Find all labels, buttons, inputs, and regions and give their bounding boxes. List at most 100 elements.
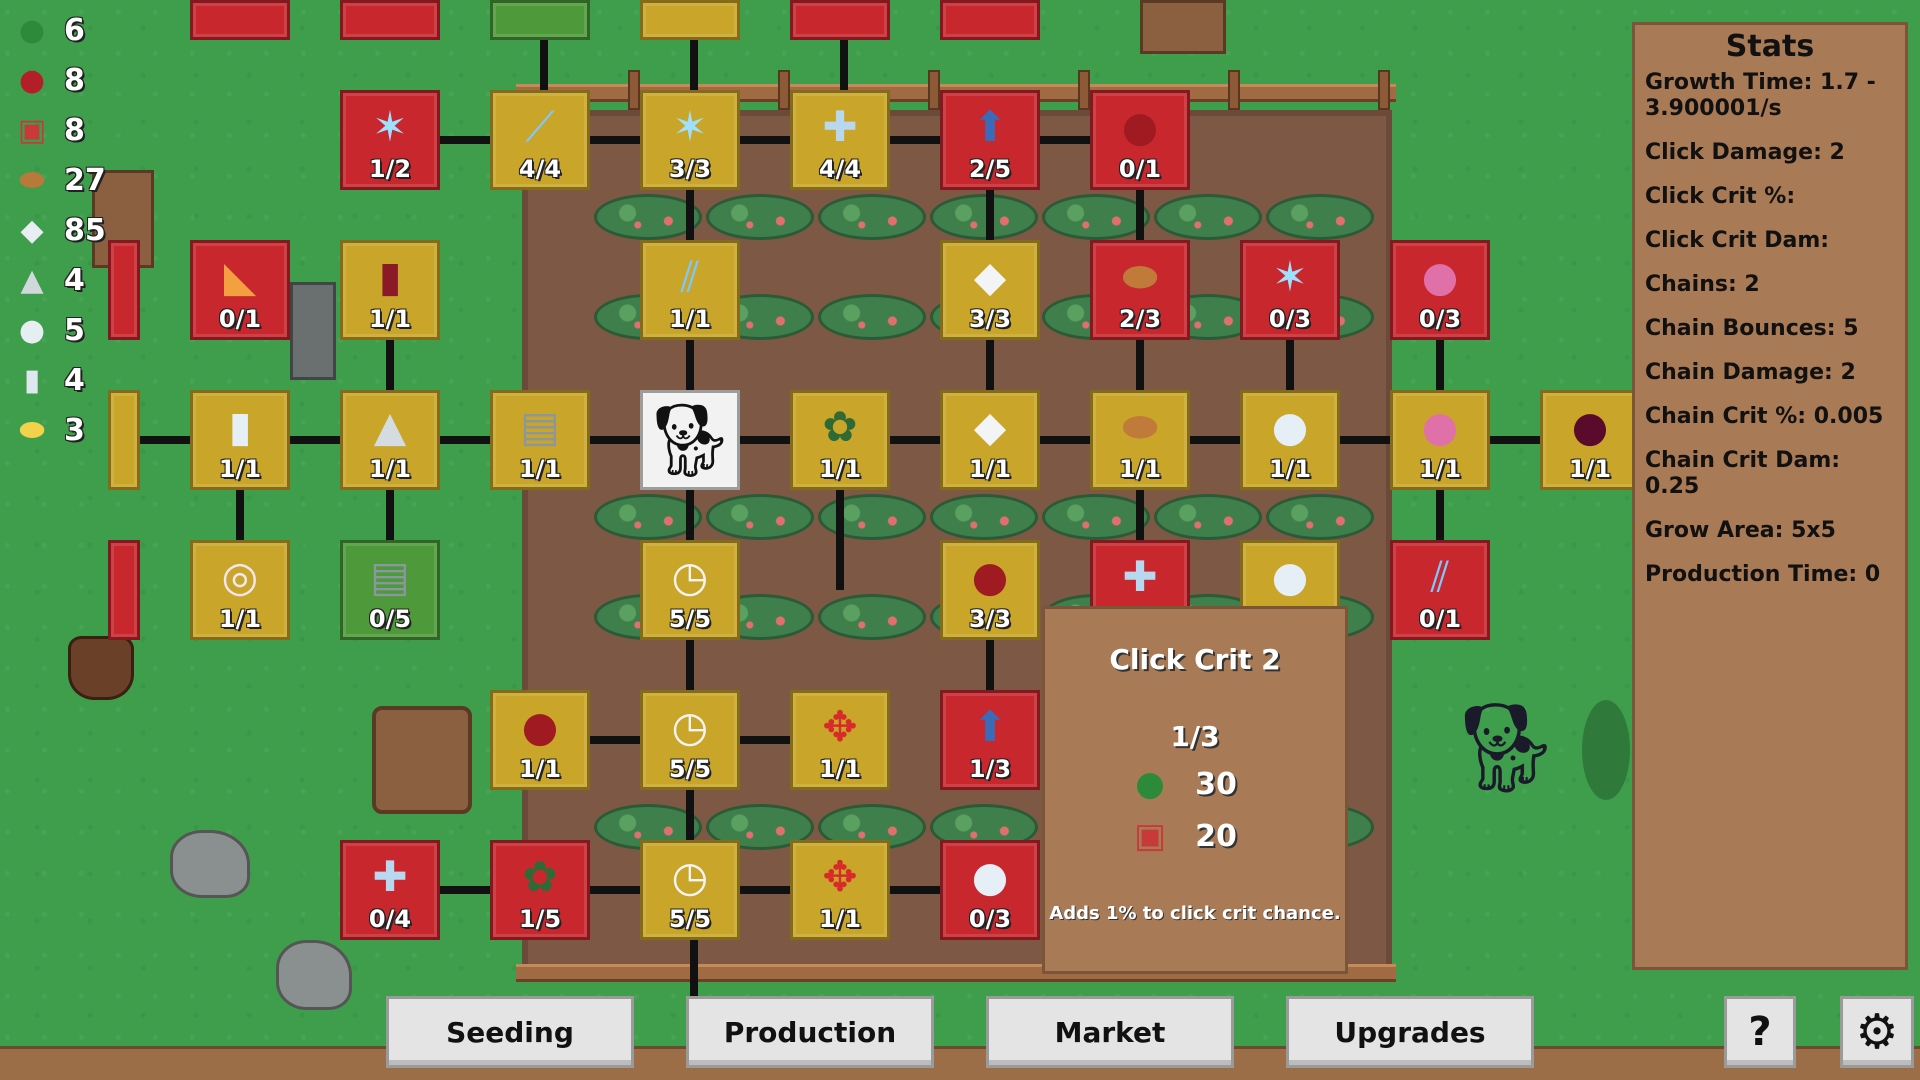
crop-bush[interactable]	[930, 494, 1038, 540]
upgrades-button[interactable]: Upgrades	[1286, 996, 1534, 1068]
milk-drop-icon: ●	[18, 312, 46, 348]
crop-bush[interactable]	[1154, 494, 1262, 540]
stat-row: Chain Bounces: 5	[1645, 316, 1859, 341]
crop-bush[interactable]	[706, 494, 814, 540]
crop-bush[interactable]	[818, 494, 926, 540]
crop-bush[interactable]	[818, 294, 926, 340]
connection-line	[690, 940, 698, 1020]
crop-bush[interactable]	[1266, 494, 1374, 540]
seeding-button[interactable]: Seeding	[386, 996, 634, 1068]
node-juice-jar[interactable]: ▮1/1	[340, 240, 440, 340]
node-plus-3[interactable]: ✚0/4	[340, 840, 440, 940]
crop-bush[interactable]	[930, 194, 1038, 240]
connection-line	[686, 590, 694, 740]
resource-row: ⬬3	[12, 412, 85, 448]
node-lightning-2[interactable]: ✶3/3	[640, 90, 740, 190]
node-milk-drop[interactable]: ●1/1	[1240, 390, 1340, 490]
crop-bush[interactable]	[1042, 494, 1150, 540]
node-sugar[interactable]: ◆3/3	[940, 240, 1040, 340]
node-level: 0/5	[368, 605, 412, 633]
stat-row: Click Damage: 2	[1645, 140, 1845, 165]
connection-line	[690, 436, 840, 444]
node-clock-3[interactable]: ◷5/5	[640, 840, 740, 940]
plus-icon: ✚	[822, 102, 858, 151]
node-clock[interactable]: ◷5/5	[640, 540, 740, 640]
connection-line	[540, 136, 690, 144]
node-red-orb[interactable]: ●0/1	[1090, 90, 1190, 190]
connection-line	[390, 886, 540, 894]
crop-bush[interactable]	[818, 194, 926, 240]
connection-line	[540, 436, 690, 444]
node-triple-slash[interactable]: ⫽1/1	[640, 240, 740, 340]
red-orb-icon: ●	[1121, 102, 1159, 151]
node-potion[interactable]: ●0/3	[1390, 240, 1490, 340]
node-arrow-up-2[interactable]: ⬆1/3	[940, 690, 1040, 790]
node-donut[interactable]: ◎1/1	[190, 540, 290, 640]
node-leaf[interactable]: ✿1/1	[790, 390, 890, 490]
dark-orb-icon: ●	[1571, 402, 1609, 451]
node-potion-2[interactable]: ●1/1	[1390, 390, 1490, 490]
node-milk[interactable]: ▮1/1	[190, 390, 290, 490]
node-sword[interactable]: ⟋4/4	[490, 90, 590, 190]
node-plus[interactable]: ✚4/4	[790, 90, 890, 190]
node-offscreen[interactable]	[108, 540, 140, 640]
node-flour[interactable]: ▲1/1	[340, 390, 440, 490]
node-lightning-3[interactable]: ✶0/3	[1240, 240, 1340, 340]
tooltip-level: 1/3	[1170, 720, 1220, 753]
node-dog[interactable]: 🐕︎	[640, 390, 740, 490]
crop-bush[interactable]	[1266, 194, 1374, 240]
node-level: 3/3	[968, 305, 1012, 333]
node-pie[interactable]: ◣0/1	[190, 240, 290, 340]
resource-count: 27	[64, 162, 106, 198]
node-level: 1/1	[218, 605, 262, 633]
node-lightning[interactable]: ✶1/2	[340, 90, 440, 190]
node-sugar-2[interactable]: ◆1/1	[940, 390, 1040, 490]
crop-bush[interactable]	[1154, 194, 1262, 240]
node-bread-2[interactable]: ⬬1/1	[1090, 390, 1190, 490]
node-offscreen[interactable]	[190, 0, 290, 40]
node-offscreen[interactable]	[940, 0, 1040, 40]
node-dark-orb[interactable]: ●1/1	[1540, 390, 1640, 490]
production-button[interactable]: Production	[686, 996, 934, 1068]
node-red-orb-2[interactable]: ●3/3	[940, 540, 1040, 640]
dog-icon: 🐕︎	[1450, 696, 1562, 799]
node-machine-2[interactable]: ▤0/5	[340, 540, 440, 640]
crop-bush[interactable]	[594, 194, 702, 240]
resource-row: ●5	[12, 312, 85, 348]
node-arrows[interactable]: ✥1/1	[790, 690, 890, 790]
node-offscreen[interactable]	[108, 390, 140, 490]
red-orb-icon: ●	[521, 702, 559, 751]
connection-line	[686, 140, 694, 290]
tree-stump	[68, 636, 134, 700]
node-level: 5/5	[668, 905, 712, 933]
crop-bush[interactable]	[818, 594, 926, 640]
node-level: 2/5	[968, 155, 1012, 183]
pie-icon: ◣	[223, 252, 257, 301]
node-machine[interactable]: ▤1/1	[490, 390, 590, 490]
node-triple-slash-2[interactable]: ⫽0/1	[1390, 540, 1490, 640]
bush-decor	[1582, 700, 1630, 800]
tooltip-cost-value: 20	[1195, 818, 1237, 854]
node-level: 1/1	[1118, 455, 1162, 483]
node-arrows-2[interactable]: ✥1/1	[790, 840, 890, 940]
node-offscreen[interactable]	[340, 0, 440, 40]
settings-button[interactable]: ⚙	[1840, 996, 1914, 1068]
rock	[276, 940, 352, 1010]
node-red-orb-3[interactable]: ●1/1	[490, 690, 590, 790]
node-level: 0/3	[968, 905, 1012, 933]
crop-bush[interactable]	[594, 494, 702, 540]
node-leaf-2[interactable]: ✿1/5	[490, 840, 590, 940]
node-milk-drop-3[interactable]: ●0/3	[940, 840, 1040, 940]
crop-bush[interactable]	[1042, 194, 1150, 240]
market-button[interactable]: Market	[986, 996, 1234, 1068]
node-offscreen[interactable]	[640, 0, 740, 40]
help-button[interactable]: ?	[1724, 996, 1796, 1068]
node-offscreen[interactable]	[790, 0, 890, 40]
connection-line	[690, 886, 840, 894]
node-offscreen[interactable]	[490, 0, 590, 40]
crop-bush[interactable]	[706, 194, 814, 240]
node-arrow-up[interactable]: ⬆2/5	[940, 90, 1040, 190]
node-bread[interactable]: ⬬2/3	[1090, 240, 1190, 340]
node-clock-2[interactable]: ◷5/5	[640, 690, 740, 790]
node-offscreen[interactable]	[108, 240, 140, 340]
